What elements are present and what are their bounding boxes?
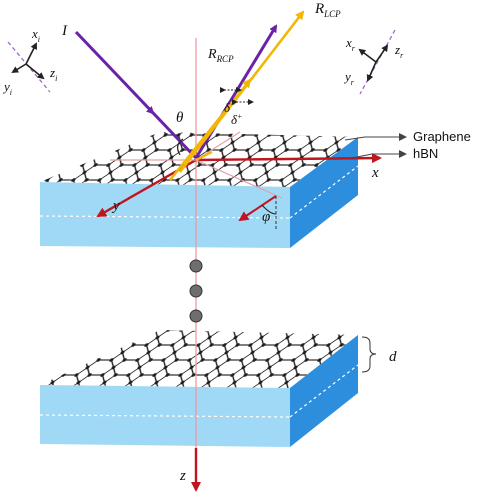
r-lcp-label: RLCP: [314, 1, 341, 19]
theta-arc: [177, 138, 184, 156]
x-axis-label: x: [371, 165, 379, 181]
incident-beam: [74, 30, 198, 160]
z-axis-label: z: [179, 468, 186, 484]
hbn-pointer: [351, 150, 407, 159]
x-axis-arrow: [195, 153, 382, 164]
r-rcp-sub: RCP: [216, 54, 235, 64]
r-lcp-sub: LCP: [323, 9, 341, 19]
bottom-block-side-mid-line: [289, 364, 359, 418]
theta-label: θ: [176, 110, 184, 126]
incident-beam-head: [145, 105, 155, 115]
phi-arrow: [238, 195, 277, 222]
top-hbn-block: [39, 132, 359, 248]
rcp-beam: [168, 78, 252, 181]
reflected-frame-icon: [358, 29, 396, 95]
incident-label: I: [61, 23, 68, 39]
phi-label: φ: [262, 209, 270, 225]
ellipsis-dots-icon: [189, 259, 203, 323]
zi-main: z: [49, 65, 55, 80]
graphene-label: Graphene: [413, 129, 471, 144]
hbn-label: hBN: [413, 146, 438, 161]
r-rcp-label: RRCP: [207, 47, 234, 64]
zr-label: zr: [394, 42, 404, 60]
bottom-hbn-block: [39, 330, 359, 447]
xr-main: x: [345, 35, 352, 50]
zi-label: zi: [49, 65, 57, 83]
incident-frame-icon: [7, 41, 51, 93]
graphene-pointer: [344, 133, 407, 141]
zr-sub: r: [400, 51, 404, 60]
xi-sub: i: [38, 35, 40, 44]
r-lcp-main: R: [314, 1, 324, 17]
yr-label: yr: [343, 69, 355, 87]
delta-minus-label: δ−: [224, 100, 235, 115]
bottom-block-front-face: [40, 385, 290, 447]
zr-main: z: [394, 42, 400, 57]
yr-main: y: [343, 69, 351, 84]
yi-label: yi: [2, 79, 12, 97]
top-block-side-mid-line: [289, 165, 359, 219]
xi-main: x: [31, 26, 38, 41]
delta-plus-label: δ+: [231, 112, 242, 127]
xr-label: xr: [345, 35, 356, 53]
delta-minus-sup: −: [230, 100, 235, 109]
thickness-bracket: [361, 336, 377, 373]
rcp-beam-tail: [195, 151, 213, 161]
top-block-front-face: [40, 182, 290, 248]
delta-plus-sup: +: [237, 112, 242, 121]
y-axis-label: y: [111, 198, 120, 214]
r-rcp-main: R: [207, 47, 217, 62]
yi-sub: i: [10, 88, 12, 97]
zi-sub: i: [55, 74, 57, 83]
xi-label: xi: [31, 26, 40, 44]
phi-arc: [261, 204, 277, 215]
yi-main: y: [2, 79, 10, 94]
faint-diag-right: [195, 159, 283, 199]
delta-minus-sym: δ: [224, 100, 231, 115]
xr-sub: r: [352, 44, 356, 53]
thickness-label: d: [389, 349, 397, 365]
yr-sub: r: [351, 78, 355, 87]
delta-plus-sym: δ: [231, 112, 238, 127]
